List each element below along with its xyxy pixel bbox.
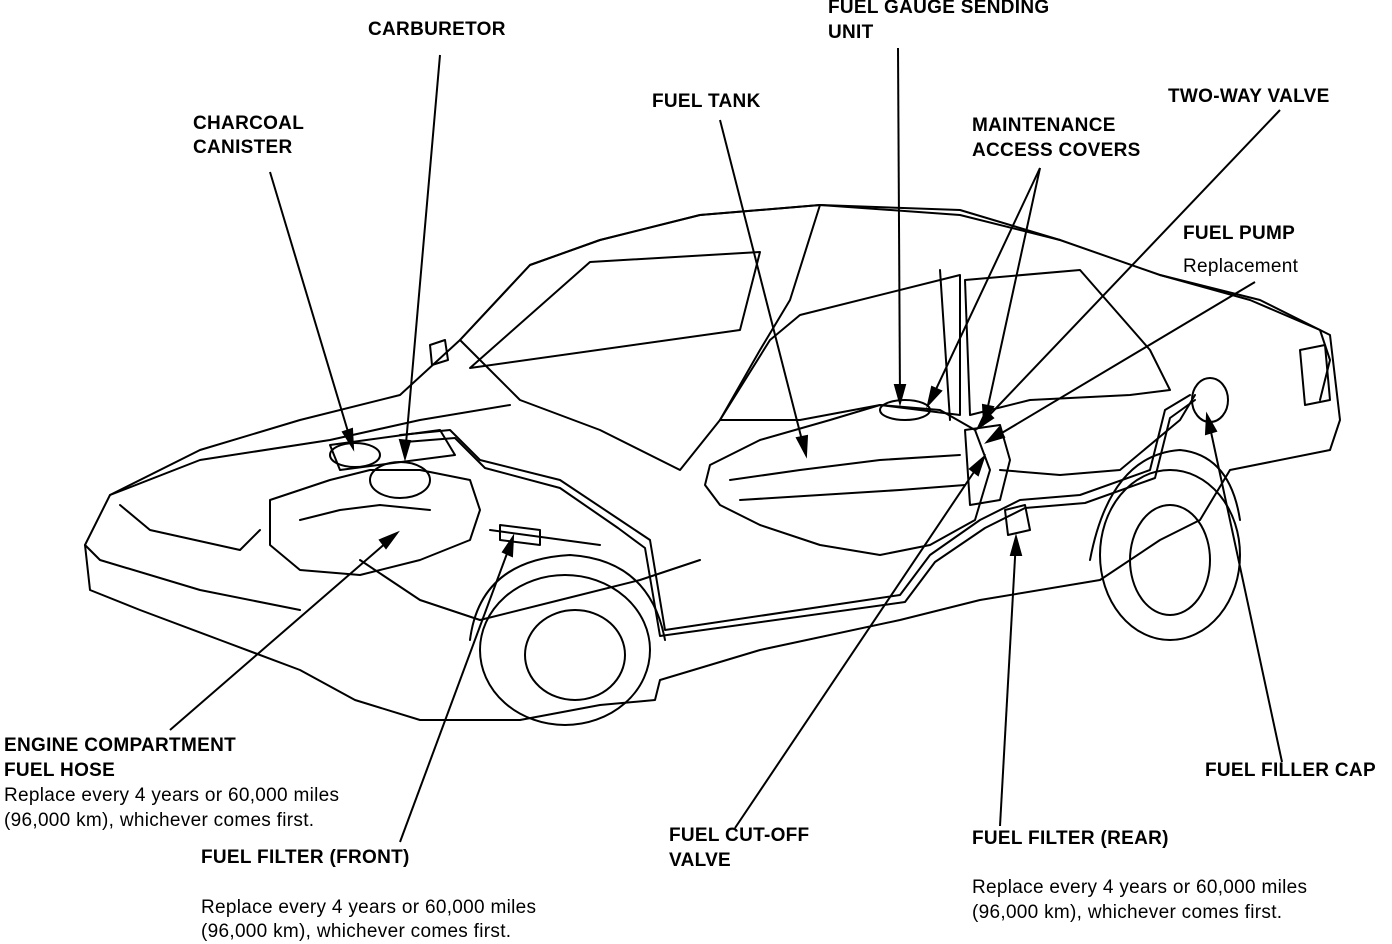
rear-filter-shape <box>1004 504 1031 536</box>
windshield <box>459 204 821 471</box>
leader-filler-cap <box>1207 417 1283 763</box>
front-wheel <box>479 574 651 726</box>
front-filter-body <box>499 524 541 546</box>
note-engine-hose-line1: Replace every 4 years or 60,000 miles <box>4 785 340 806</box>
leader-fuel-gauge <box>897 47 901 401</box>
leader-engine-hose <box>169 534 396 731</box>
filler-neck <box>999 394 1196 476</box>
leader-front-filter <box>399 539 513 843</box>
label-charcoal-line2: CANISTER <box>193 137 293 158</box>
label-fuel-cutoff-line2: VALVE <box>669 850 732 871</box>
leader-fuel-pump <box>989 281 1256 441</box>
arrow-carburetor <box>398 438 412 462</box>
label-carburetor: CARBURETOR <box>368 19 506 40</box>
label-fuel-pump: FUEL PUMP <box>1183 223 1296 244</box>
label-maintenance-line1: MAINTENANCE <box>972 115 1116 136</box>
fuel-gauge-cover <box>879 399 931 421</box>
filler-cap <box>1191 377 1229 423</box>
fuel-tank-ridge-2 <box>739 484 966 501</box>
arrow-fuel-gauge <box>893 384 907 407</box>
fuel-tank <box>704 404 991 556</box>
fuel-line-return <box>404 399 1196 637</box>
arrow-cutoff <box>968 453 987 477</box>
windshield-glare <box>469 251 761 369</box>
label-fuel-gauge-line1: FUEL GAUGE SENDING <box>828 0 1050 18</box>
label-fuel-filter-front: FUEL FILTER (FRONT) <box>201 847 410 868</box>
label-engine-hose-line1: ENGINE COMPARTMENT <box>4 735 236 756</box>
fuel-line-main <box>399 394 1191 631</box>
leader-fuel-tank <box>719 119 806 453</box>
charcoal-canister-shape <box>329 442 381 468</box>
bumper <box>84 544 301 611</box>
label-two-way-valve: TWO-WAY VALVE <box>1168 86 1330 107</box>
fuel-tank-ridge <box>729 454 961 481</box>
label-engine-hose-line2: FUEL HOSE <box>4 760 116 781</box>
b-pillar <box>939 269 951 421</box>
front-wheel-arch <box>469 554 666 641</box>
rear-wheel <box>1099 469 1241 641</box>
hood-line <box>109 404 511 496</box>
leader-maintenance-1 <box>929 167 1041 403</box>
note-front-line1: Replace every 4 years or 60,000 miles <box>201 897 537 918</box>
label-fuel-cutoff-line1: FUEL CUT-OFF <box>669 825 810 846</box>
label-fuel-filler-cap: FUEL FILLER CAP <box>1205 760 1376 781</box>
air-cleaner <box>329 429 456 471</box>
trunk-line <box>1159 274 1331 401</box>
rear-wheel-hub <box>1129 504 1211 616</box>
label-fuel-tank: FUEL TANK <box>652 91 761 112</box>
arrow-two-way <box>975 409 995 431</box>
leader-rear-filter <box>999 539 1017 827</box>
arrow-charcoal <box>341 427 355 452</box>
front-wheel-hub <box>524 609 626 701</box>
leader-two-way <box>979 109 1281 426</box>
arrow-rear-filter <box>1009 533 1023 556</box>
rear-wheel-arch <box>1089 449 1241 561</box>
note-engine-hose-line2: (96,000 km), whichever comes first. <box>4 810 315 831</box>
label-charcoal-line1: CHARCOAL <box>193 113 305 134</box>
leader-cutoff <box>734 459 983 829</box>
carburetor-shape <box>369 461 431 499</box>
front-filter-shape <box>489 529 601 546</box>
arrow-maintenance-1 <box>926 385 943 409</box>
engine-block <box>269 469 481 576</box>
arrow-fuel-pump <box>984 426 1006 444</box>
arrow-fuel-tank <box>795 434 809 459</box>
leader-maintenance-2 <box>984 167 1041 421</box>
note-rear-line2: (96,000 km), whichever comes first. <box>972 902 1283 923</box>
note-rear-line1: Replace every 4 years or 60,000 miles <box>972 877 1308 898</box>
hood-front <box>119 504 261 551</box>
side-mirror <box>429 339 449 366</box>
leader-carburetor <box>404 54 441 456</box>
rear-pump-cluster <box>964 424 1011 506</box>
taillight <box>1299 344 1331 406</box>
arrow-front-filter <box>501 533 515 558</box>
rear-window <box>964 269 1171 416</box>
label-fuel-gauge-line2: UNIT <box>828 22 874 43</box>
note-front-line2: (96,000 km), whichever comes first. <box>201 921 512 942</box>
leader-charcoal <box>269 171 353 446</box>
label-maintenance-line2: ACCESS COVERS <box>972 140 1141 161</box>
arrow-filler-cap <box>1204 411 1218 436</box>
note-fuel-pump: Replacement <box>1183 256 1299 277</box>
side-window <box>719 274 961 421</box>
engine-detail <box>299 504 431 521</box>
arrow-engine-hose <box>378 530 400 550</box>
label-fuel-filter-rear: FUEL FILTER (REAR) <box>972 828 1169 849</box>
